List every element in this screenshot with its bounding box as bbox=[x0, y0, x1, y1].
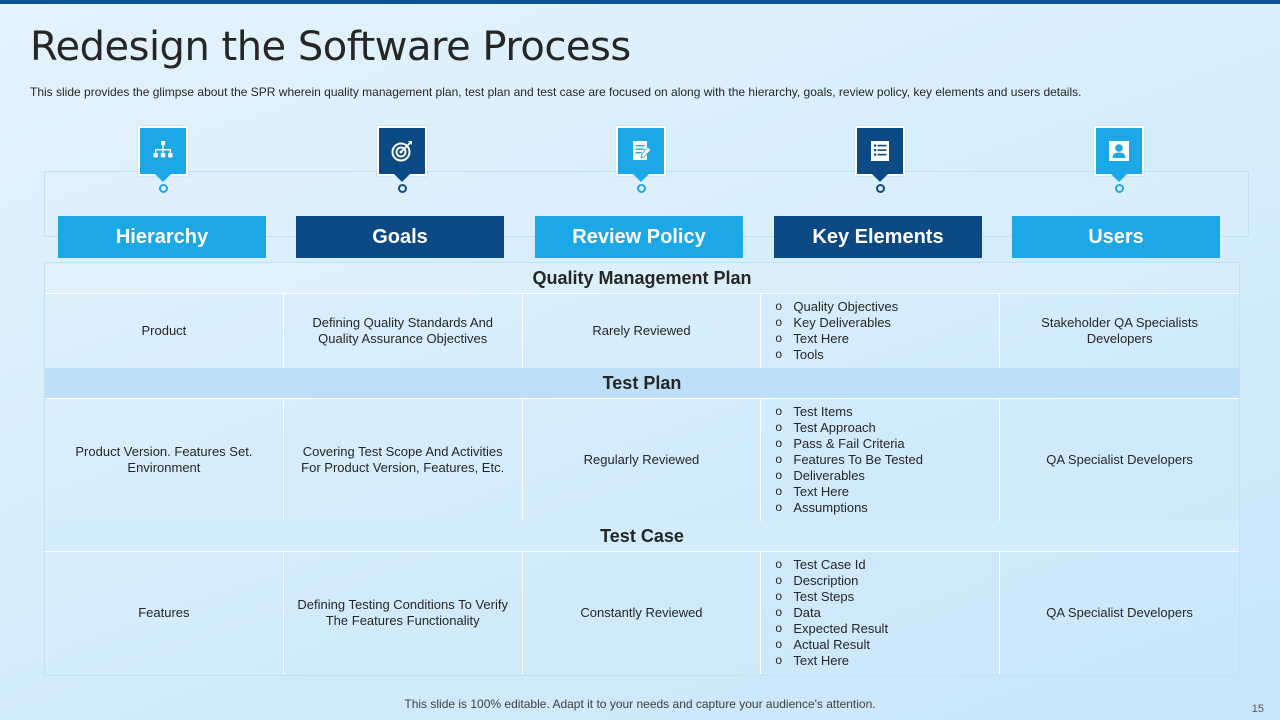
list-item: Deliverables bbox=[775, 467, 991, 484]
hierarchy-icon bbox=[138, 126, 188, 176]
cell-users: QA Specialist Developers bbox=[1046, 605, 1193, 620]
cell-hierarchy: Features bbox=[45, 552, 284, 674]
users-marker bbox=[1094, 126, 1144, 196]
list-item: Test Items bbox=[775, 403, 991, 420]
key-elements-list: Test Items Test Approach Pass & Fail Cri… bbox=[769, 403, 991, 516]
list-item: Key Deliverables bbox=[775, 314, 991, 331]
table-row: Product Version. Features Set. Environme… bbox=[45, 399, 1239, 521]
review-policy-marker bbox=[616, 126, 666, 196]
key-elements-list: Test Case Id Description Test Steps Data… bbox=[769, 556, 991, 669]
list-item: Test Approach bbox=[775, 419, 991, 436]
page-title: Redesign the Software Process bbox=[30, 24, 631, 70]
page-number: 15 bbox=[1251, 703, 1264, 715]
list-item: Test Steps bbox=[775, 588, 991, 605]
cell-goals: Defining Testing Conditions To Verify Th… bbox=[284, 552, 523, 674]
key-elements-marker bbox=[855, 126, 905, 196]
section-header-test-plan: Test Plan bbox=[45, 368, 1239, 398]
document-edit-icon bbox=[616, 126, 666, 176]
key-elements-list: Quality Objectives Key Deliverables Text… bbox=[769, 298, 991, 363]
table-row: Product Defining Quality Standards And Q… bbox=[45, 294, 1239, 368]
cell-key-elements: Test Case Id Description Test Steps Data… bbox=[761, 552, 1001, 674]
section-header-test-case: Test Case bbox=[45, 521, 1239, 551]
list-item: Text Here bbox=[775, 483, 991, 500]
process-table: Quality Management Plan Product Defining… bbox=[44, 262, 1240, 676]
column-header-goals: Goals bbox=[296, 216, 504, 258]
goals-marker bbox=[377, 126, 427, 196]
cell-goals: Covering Test Scope And Activities For P… bbox=[284, 399, 523, 521]
column-header-users: Users bbox=[1012, 216, 1220, 258]
list-item: Test Case Id bbox=[775, 556, 991, 573]
cell-key-elements: Test Items Test Approach Pass & Fail Cri… bbox=[761, 399, 1001, 521]
cell-users: QA Specialist Developers bbox=[1046, 452, 1193, 467]
page-subtitle: This slide provides the glimpse about th… bbox=[30, 85, 1082, 99]
list-item: Actual Result bbox=[775, 636, 991, 653]
list-item: Tools bbox=[775, 346, 991, 363]
cell-review-policy: Constantly Reviewed bbox=[523, 552, 762, 674]
user-icon bbox=[1094, 126, 1144, 176]
footer-note: This slide is 100% editable. Adapt it to… bbox=[404, 697, 876, 711]
table-row: Features Defining Testing Conditions To … bbox=[45, 552, 1239, 674]
list-item: Data bbox=[775, 604, 991, 621]
list-item: Assumptions bbox=[775, 499, 991, 516]
list-item: Text Here bbox=[775, 330, 991, 347]
cell-review-policy: Regularly Reviewed bbox=[523, 399, 762, 521]
list-item: Text Here bbox=[775, 652, 991, 669]
list-item: Expected Result bbox=[775, 620, 991, 637]
list-item: Features To Be Tested bbox=[775, 451, 991, 468]
column-header-review-policy: Review Policy bbox=[535, 216, 743, 258]
list-item: Description bbox=[775, 572, 991, 589]
section-header-quality-management-plan: Quality Management Plan bbox=[45, 263, 1239, 293]
cell-hierarchy: Product Version. Features Set. Environme… bbox=[45, 399, 284, 521]
target-icon bbox=[377, 126, 427, 176]
cell-users: Stakeholder QA Specialists Developers bbox=[1041, 315, 1198, 346]
cell-review-policy: Rarely Reviewed bbox=[523, 294, 762, 368]
cell-hierarchy: Product bbox=[45, 294, 284, 368]
top-rule bbox=[0, 0, 1280, 4]
list-icon bbox=[855, 126, 905, 176]
hierarchy-marker bbox=[138, 126, 188, 196]
column-header-hierarchy: Hierarchy bbox=[58, 216, 266, 258]
list-item: Quality Objectives bbox=[775, 298, 991, 315]
cell-goals: Defining Quality Standards And Quality A… bbox=[284, 294, 523, 368]
column-header-key-elements: Key Elements bbox=[774, 216, 982, 258]
cell-key-elements: Quality Objectives Key Deliverables Text… bbox=[761, 294, 1001, 368]
list-item: Pass & Fail Criteria bbox=[775, 435, 991, 452]
